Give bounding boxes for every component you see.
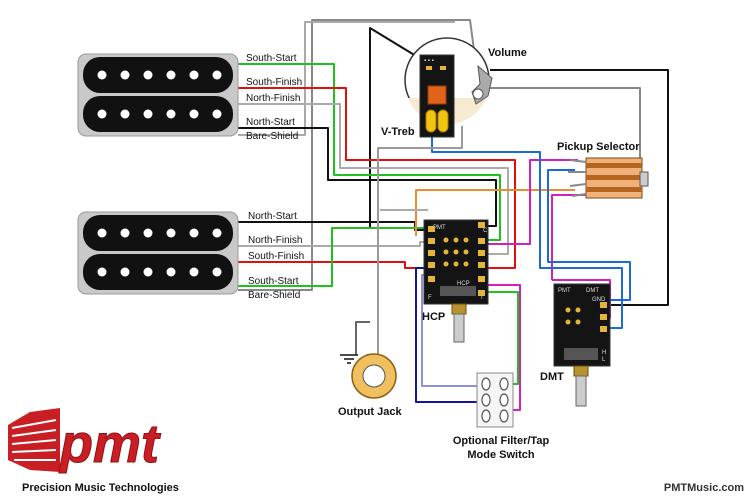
dmt-pad-h: H	[602, 350, 606, 356]
neck-wire-label-4: South-Start	[248, 276, 299, 287]
wires	[238, 19, 669, 411]
vtreb-label: V-Treb	[381, 126, 415, 138]
hcp-board: PMT C F T HCP HCP	[422, 219, 489, 343]
company-name: Precision Music Technologies	[22, 482, 179, 494]
orange-wire	[415, 189, 575, 236]
pickup-selector-label: Pickup Selector	[557, 141, 640, 153]
pickup-selector: Pickup Selector	[557, 141, 649, 199]
blue-wire-selector	[547, 169, 631, 301]
dmt-name-text: DMT	[586, 288, 599, 294]
dmt-pad-gnd: GND	[592, 297, 606, 303]
output-jack-label: Output Jack	[338, 406, 402, 418]
bridge-south-start-wire	[238, 63, 501, 241]
dmt-brand-text: PMT	[558, 288, 571, 294]
pmt-logo: pmt	[8, 408, 162, 475]
dmt-label: DMT	[540, 371, 564, 383]
hcp-pad-t: T	[480, 295, 484, 301]
black-wire-dmt	[490, 69, 669, 306]
logo-wordmark: pmt	[58, 414, 161, 474]
mode-switch-label-1: Optional Filter/Tap	[453, 435, 550, 447]
navy-wire-switch	[415, 267, 478, 403]
hcp-label: HCP	[422, 311, 445, 323]
black-wire-selector	[480, 87, 641, 180]
neck-wire-label-5: Bare-Shield	[248, 290, 300, 301]
bridge-wire-label-1: South-Start	[246, 53, 297, 64]
hcp-pad-f: F	[428, 295, 432, 301]
bridge-south-finish-wire	[238, 87, 516, 269]
vtreb-board: ▪ ▪ ▪ V-Treb	[381, 54, 455, 138]
magenta-wire-1	[488, 159, 578, 245]
magenta-wire-2	[488, 284, 521, 411]
green-wire-switch	[488, 291, 519, 385]
blue-wire-vtreb	[431, 136, 623, 329]
neck-wire-label-2: North-Finish	[248, 235, 302, 246]
dmt-pad-l: L	[602, 357, 606, 363]
jack-ground-wire	[355, 321, 370, 355]
mode-switch-label-2: Mode Switch	[467, 449, 535, 461]
ground-wire-loop-2	[238, 21, 455, 136]
hcp-brand-text: PMT	[433, 225, 446, 231]
website-link[interactable]: PMTMusic.com	[663, 482, 744, 494]
neck-south-start-wire	[238, 227, 428, 287]
hcp-pads	[428, 222, 485, 296]
bridge-wire-label-3: North-Finish	[246, 93, 300, 104]
hcp-pad-c: C	[483, 228, 488, 234]
dmt-pads	[565, 302, 607, 332]
output-jack: Output Jack	[338, 353, 402, 418]
bridge-wire-label-2: South-Finish	[246, 77, 302, 88]
jack-hot-wire	[377, 126, 463, 360]
bridge-wire-label-4: North-Start	[246, 117, 295, 128]
bridge-polepieces	[97, 70, 222, 119]
dmt-board: PMT DMT GND H L DMT	[540, 283, 611, 407]
ground-wire-loop	[238, 19, 479, 291]
bridge-north-start-wire	[238, 127, 497, 227]
neck-wire-label-1: North-Start	[248, 211, 297, 222]
vtreb-board-marks: ▪ ▪ ▪	[424, 58, 434, 64]
hcp-name-text: HCP	[457, 281, 470, 287]
neck-wire-label-3: South-Finish	[248, 251, 304, 262]
bridge-north-finish-wire	[238, 103, 509, 255]
neck-humbucker: North-Start North-Finish South-Finish So…	[77, 211, 304, 301]
bridge-wire-label-5: Bare-Shield	[246, 131, 298, 142]
mode-switch: Optional Filter/Tap Mode Switch	[453, 372, 550, 461]
neck-polepieces	[97, 228, 222, 277]
bridge-humbucker: South-Start South-Finish North-Finish No…	[77, 53, 302, 142]
volume-label: Volume	[488, 47, 527, 59]
